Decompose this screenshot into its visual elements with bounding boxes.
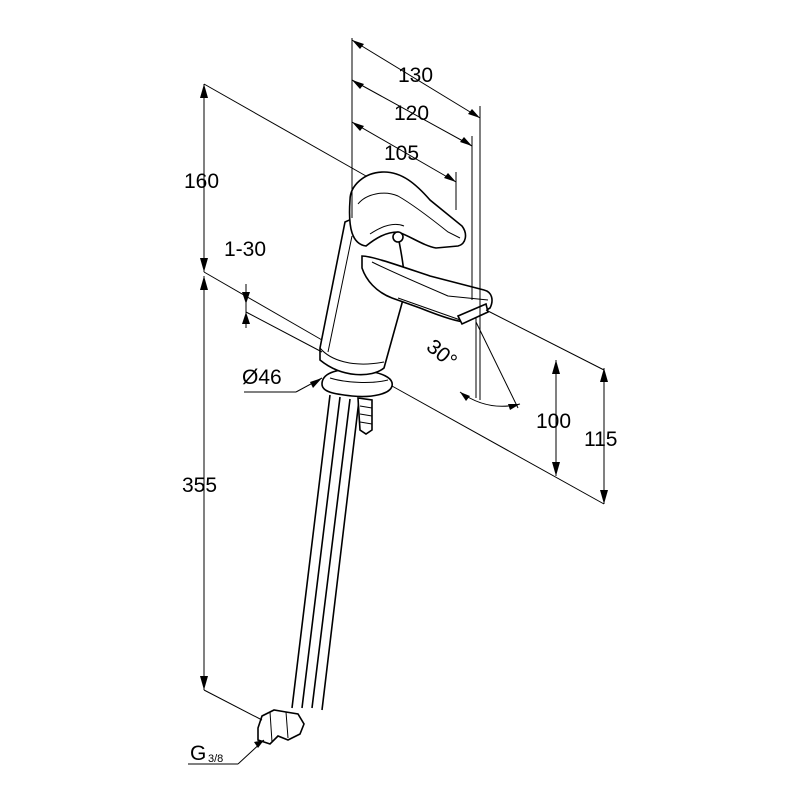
dim-355: 355	[182, 474, 217, 497]
dim-diameter-46: Ø46	[242, 366, 282, 389]
lever-handle	[348, 171, 467, 249]
dim-115: 115	[584, 428, 617, 451]
dim-130: 130	[398, 64, 433, 87]
dim-160: 160	[184, 170, 219, 193]
faucet-body	[257, 171, 493, 745]
supply-hose-left	[291, 394, 341, 709]
dim-30-degrees: 30°	[422, 335, 461, 373]
supply-hose-right	[311, 398, 360, 711]
dimension-labels: 130 120 105 160 1-30 Ø46 30° 100 115 355…	[182, 64, 617, 765]
thread-size-label: G	[190, 742, 206, 765]
lever-pivot	[392, 231, 404, 243]
dim-105: 105	[384, 142, 419, 165]
hose-connector	[257, 709, 305, 745]
dim-120: 120	[394, 102, 429, 125]
dimension-lines	[188, 38, 608, 765]
thread-size-fraction: 3/8	[208, 753, 223, 765]
dim-100: 100	[536, 410, 571, 433]
dim-1-30: 1-30	[224, 238, 266, 261]
